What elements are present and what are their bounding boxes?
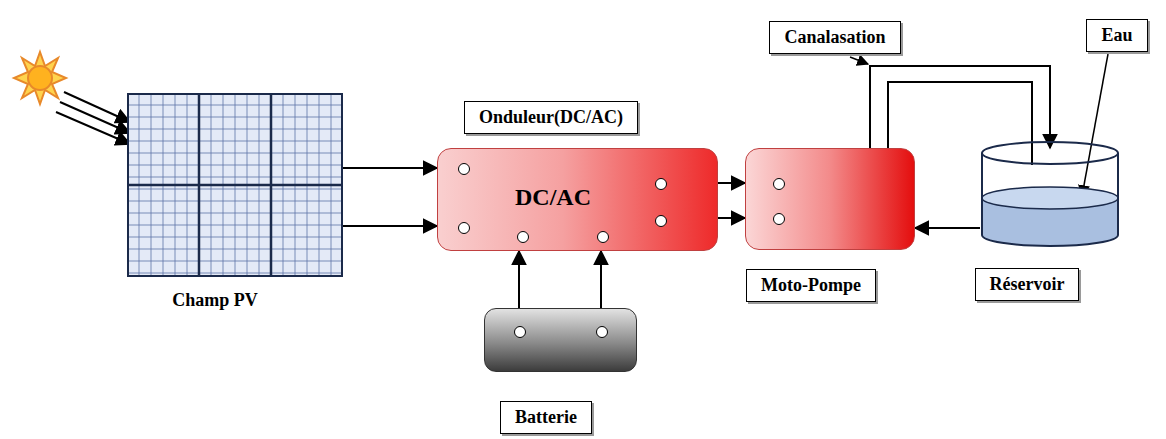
inverter-box: Onduleur(DC/AC)DC/AC [437,148,718,251]
water-leader [1082,54,1108,196]
terminal [773,178,785,190]
tank-cylinder [980,140,1120,248]
water-label: Eau [1086,19,1147,52]
wire-connector [915,227,980,229]
pipe-label: Canalasation [769,21,900,54]
terminal [458,222,470,234]
terminal [514,326,526,338]
terminal [517,231,529,243]
wire-connector [718,217,745,219]
terminal [655,215,667,227]
reservoir-tank: Réservoir [980,140,1120,248]
node-label: Moto-Pompe [746,269,876,302]
node-label: Batterie [500,401,592,434]
wire-connector [600,251,602,308]
node-label: Réservoir [975,268,1080,301]
terminal [596,326,608,338]
terminal [458,163,470,175]
canal-leader [850,57,868,64]
battery-box: Batterie [484,308,637,372]
terminal [655,178,667,190]
wire-connector [343,225,437,227]
sun-rays [56,92,130,144]
terminal [597,231,609,243]
pv-panel-grid [127,93,343,277]
node-label: Champ PV [172,290,258,311]
wire-connector [718,182,745,184]
sun-symbol [14,52,66,104]
motor-pump-box: Moto-Pompe [745,148,915,250]
pv-field: Champ PV [127,93,343,277]
pipe-connector [870,66,1050,148]
terminal [773,213,785,225]
wire-connector [518,251,520,308]
wire-connector [343,167,437,169]
heading-label: Onduleur(DC/AC) [464,101,638,134]
node-label: DC/AC [515,184,591,211]
